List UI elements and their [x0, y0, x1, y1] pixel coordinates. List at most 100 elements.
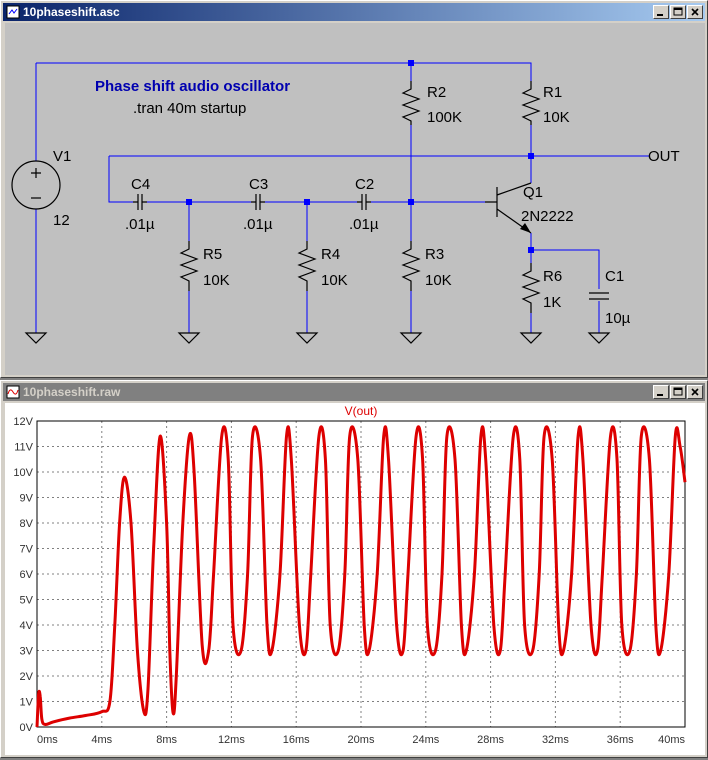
r6-name: R6 — [543, 268, 562, 285]
y-tick-label: 10V — [13, 467, 33, 479]
r5-name: R5 — [203, 246, 222, 263]
gnd-r5 — [177, 332, 201, 344]
x-tick-label: 24ms — [412, 734, 439, 746]
schematic-titlebar[interactable]: 10phaseshift.asc — [3, 3, 705, 21]
x-tick-label: 20ms — [348, 734, 375, 746]
schematic-canvas[interactable]: Phase shift audio oscillator .tran 40m s… — [5, 23, 705, 375]
r2-value: 100K — [427, 109, 462, 126]
x-tick-label: 12ms — [218, 734, 245, 746]
plot-grid — [37, 421, 685, 727]
r1-value: 10K — [543, 109, 570, 126]
schematic-file-icon — [6, 5, 20, 19]
c1-symbol — [589, 292, 609, 300]
y-tick-label: 11V — [14, 442, 33, 454]
y-tick-label: 3V — [20, 646, 34, 658]
y-tick-label: 9V — [20, 493, 34, 505]
wire-top-rail — [36, 62, 532, 81]
q1-emitter-arrow — [520, 223, 531, 233]
c3-value: .01µ — [243, 216, 273, 233]
c3-name: C3 — [249, 176, 268, 193]
q1-name: Q1 — [523, 184, 543, 201]
r4-name: R4 — [321, 246, 340, 263]
close-icon — [691, 388, 699, 396]
c2-name: C2 — [355, 176, 374, 193]
gnd-v1 — [24, 332, 48, 344]
minimize-icon — [657, 14, 663, 16]
wire-emitter-c1 — [531, 249, 600, 289]
r3-value: 10K — [425, 272, 452, 289]
minimize-button[interactable] — [653, 5, 669, 19]
v1-value: 12 — [53, 212, 70, 229]
maximize-icon — [673, 7, 683, 16]
close-button[interactable] — [687, 5, 703, 19]
plot-traces — [35, 425, 687, 728]
r3-name: R3 — [425, 246, 444, 263]
c2-symbol — [357, 194, 371, 210]
plot-frame — [36, 420, 686, 728]
out-net-label: OUT — [648, 148, 680, 165]
v1-name: V1 — [53, 148, 71, 165]
x-tick-label: 36ms — [607, 734, 634, 746]
c3-symbol — [251, 194, 265, 210]
r4-symbol — [297, 241, 317, 291]
schematic-window[interactable]: 10phaseshift.asc — [0, 0, 708, 378]
y-tick-label: 4V — [20, 620, 34, 632]
maximize-icon — [673, 387, 683, 396]
junction-r4 — [304, 199, 310, 205]
y-tick-label: 5V — [20, 595, 34, 607]
r5-value: 10K — [203, 272, 230, 289]
c4-name: C4 — [131, 176, 150, 193]
schematic-window-title: 10phaseshift.asc — [23, 5, 120, 19]
junction-emitter — [528, 247, 534, 253]
maximize-button[interactable] — [670, 5, 686, 19]
waveform-file-icon — [6, 385, 20, 399]
trace-title: V(out) — [345, 404, 378, 418]
gnd-r4 — [295, 332, 319, 344]
x-tick-label: 0ms — [37, 734, 58, 746]
y-tick-label: 8V — [20, 518, 34, 530]
x-tick-label: 28ms — [477, 734, 504, 746]
minimize-icon — [657, 394, 663, 396]
v1-symbol — [11, 160, 61, 210]
waveform-minimize-button[interactable] — [653, 385, 669, 399]
comment-title: Phase shift audio oscillator — [95, 78, 290, 95]
gnd-r3 — [399, 332, 423, 344]
y-tick-label: 1V — [20, 697, 34, 709]
tran-directive: .tran 40m startup — [133, 100, 246, 117]
r3-symbol — [401, 241, 421, 291]
y-tick-label: 7V — [20, 544, 34, 556]
close-icon — [691, 8, 699, 16]
q1-symbol — [485, 182, 532, 234]
waveform-maximize-button[interactable] — [670, 385, 686, 399]
junction-out — [528, 153, 534, 159]
r1-symbol — [521, 81, 541, 125]
waveform-close-button[interactable] — [687, 385, 703, 399]
gnd-c1 — [587, 332, 611, 344]
c2-value: .01µ — [349, 216, 379, 233]
x-tick-label: 40ms — [658, 734, 685, 746]
gnd-r6 — [519, 332, 543, 344]
vout-trace[interactable] — [35, 425, 687, 728]
x-tick-label: 32ms — [542, 734, 569, 746]
r2-symbol — [401, 81, 421, 125]
x-tick-label: 8ms — [156, 734, 177, 746]
r5-symbol — [179, 241, 199, 291]
waveform-titlebar[interactable]: 10phaseshift.raw — [3, 383, 705, 401]
y-tick-label: 6V — [20, 569, 34, 581]
wire-feedback-left — [108, 156, 133, 203]
v1-plus-icon — [31, 168, 41, 178]
r2-name: R2 — [427, 84, 446, 101]
r1-name: R1 — [543, 84, 562, 101]
y-tick-label: 12V — [13, 416, 33, 428]
junction-r5 — [186, 199, 192, 205]
schematic-drawing: Phase shift audio oscillator .tran 40m s… — [11, 60, 680, 344]
c1-name: C1 — [605, 268, 624, 285]
q1-value: 2N2222 — [521, 208, 574, 225]
r6-value: 1K — [543, 294, 561, 311]
y-tick-label: 0V — [20, 722, 34, 734]
